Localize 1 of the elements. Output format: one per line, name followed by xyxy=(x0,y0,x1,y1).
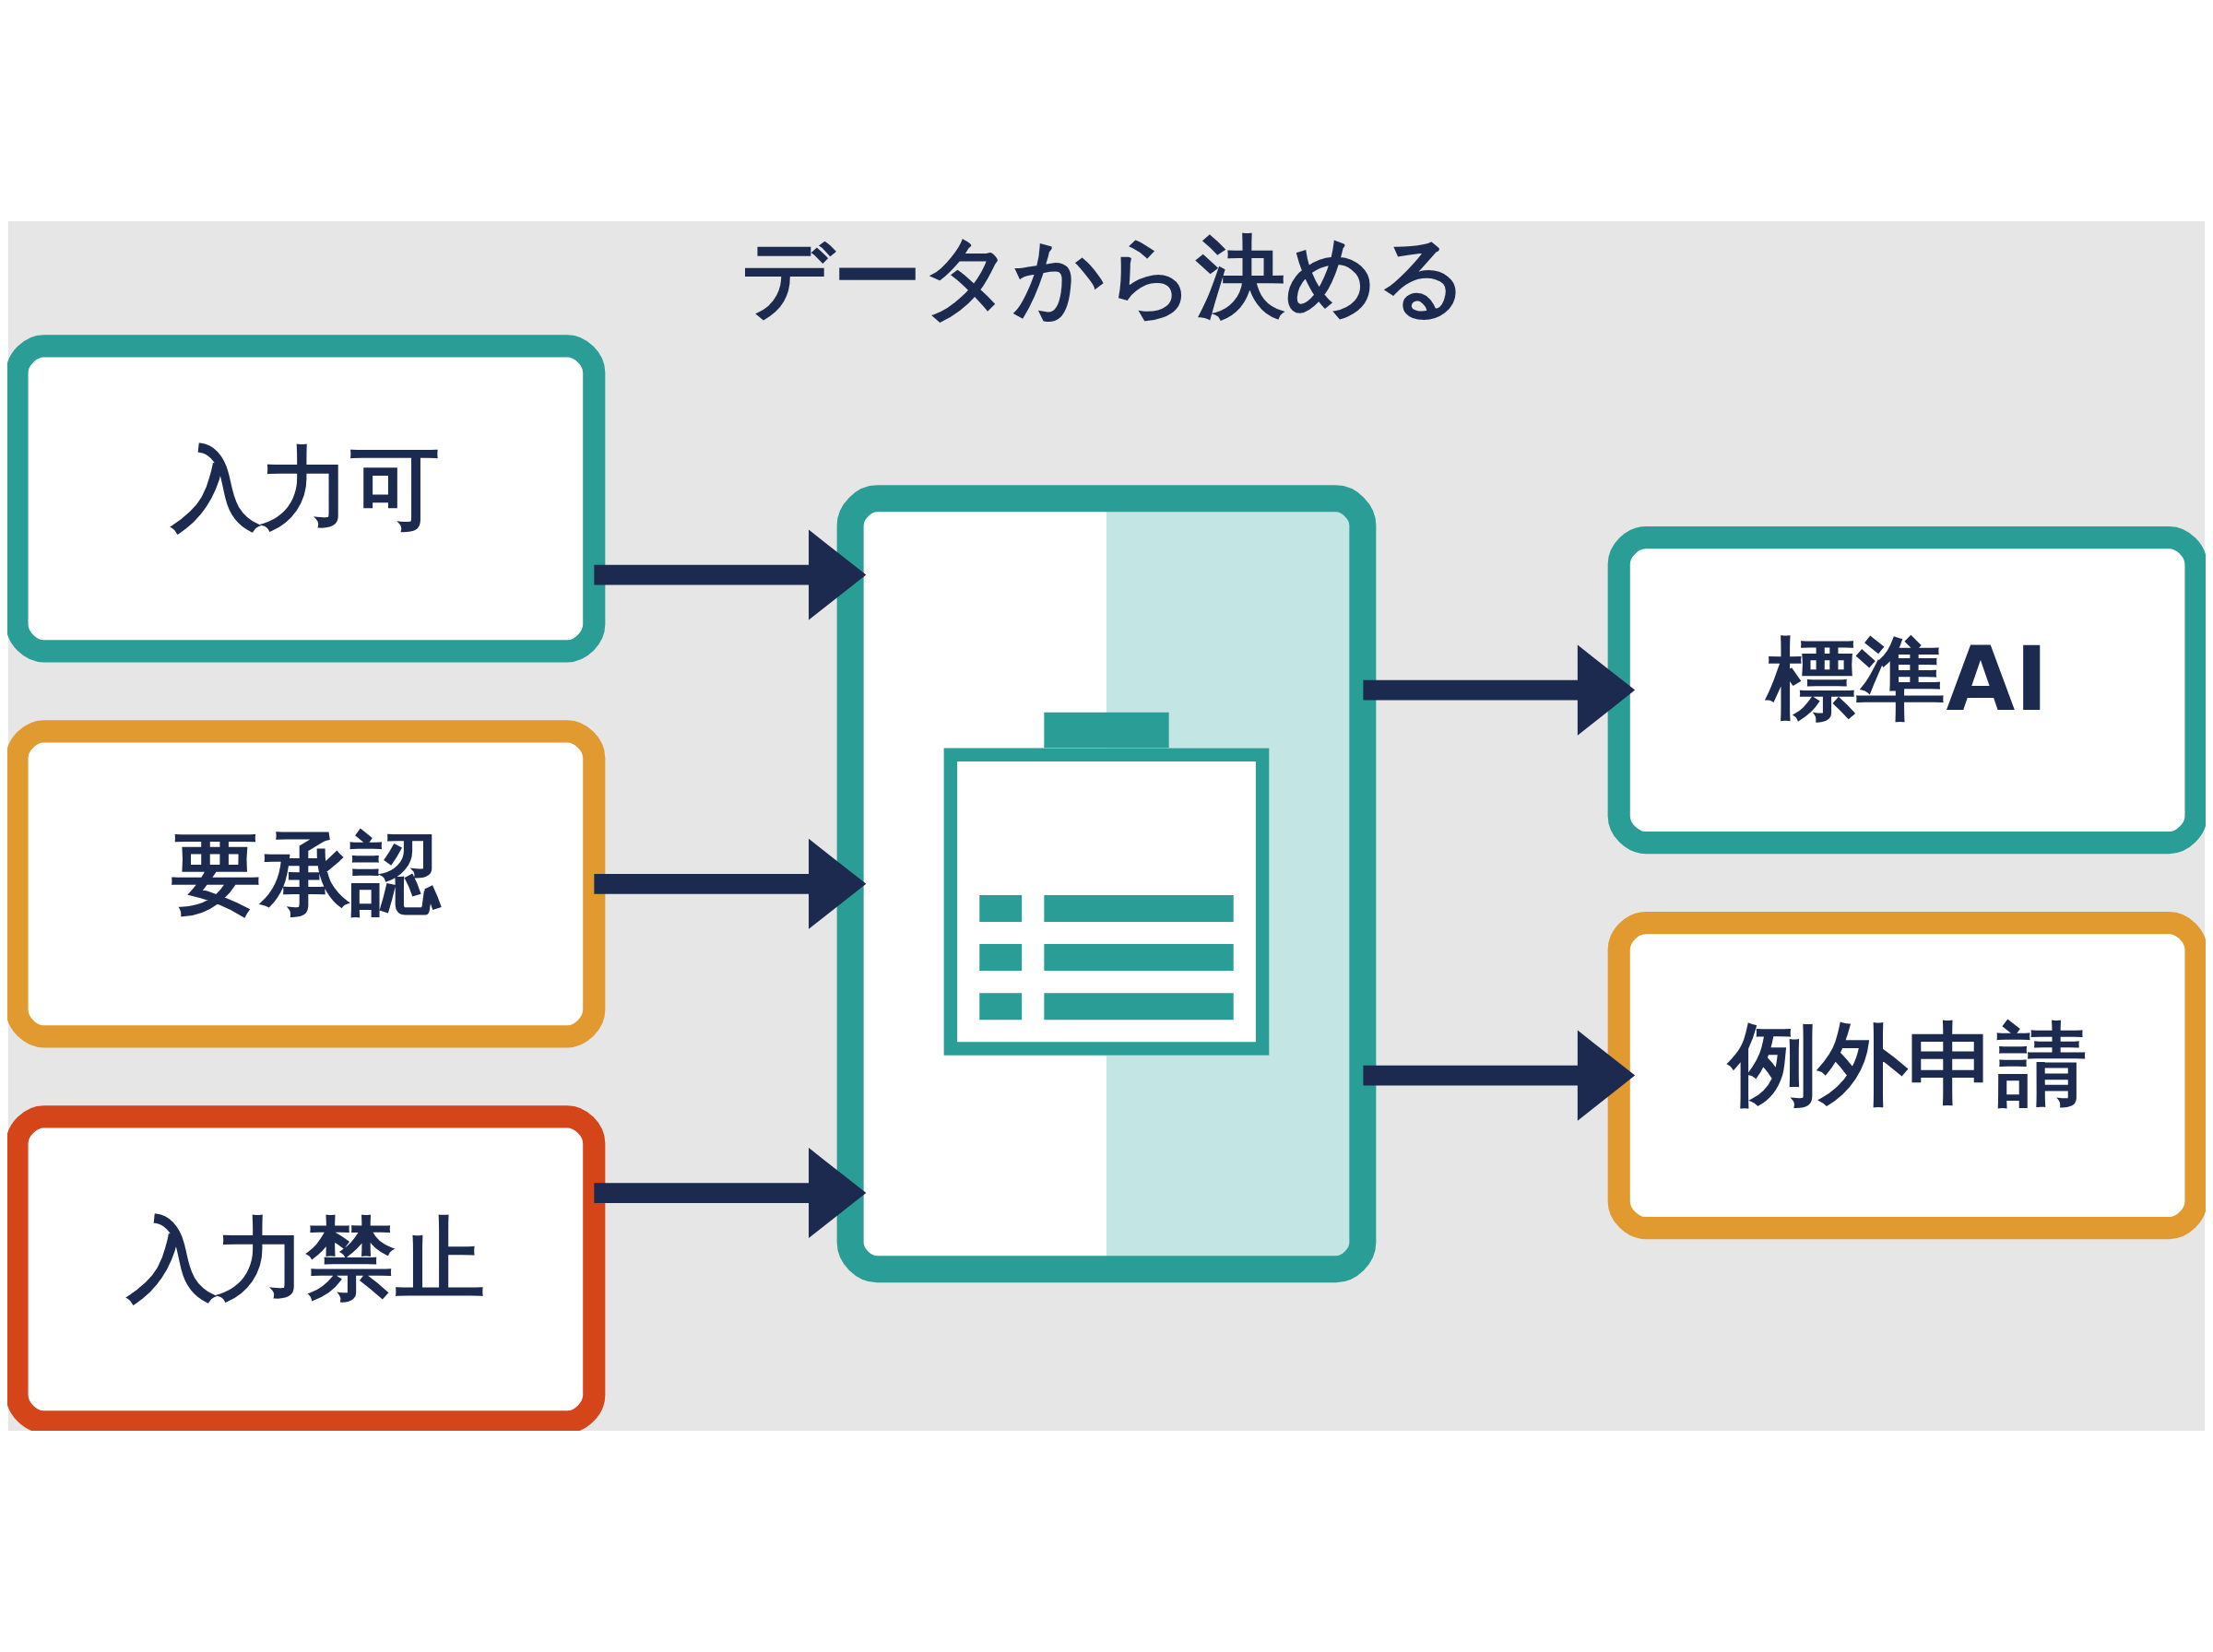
diagram-title: データから決める xyxy=(740,225,1468,330)
